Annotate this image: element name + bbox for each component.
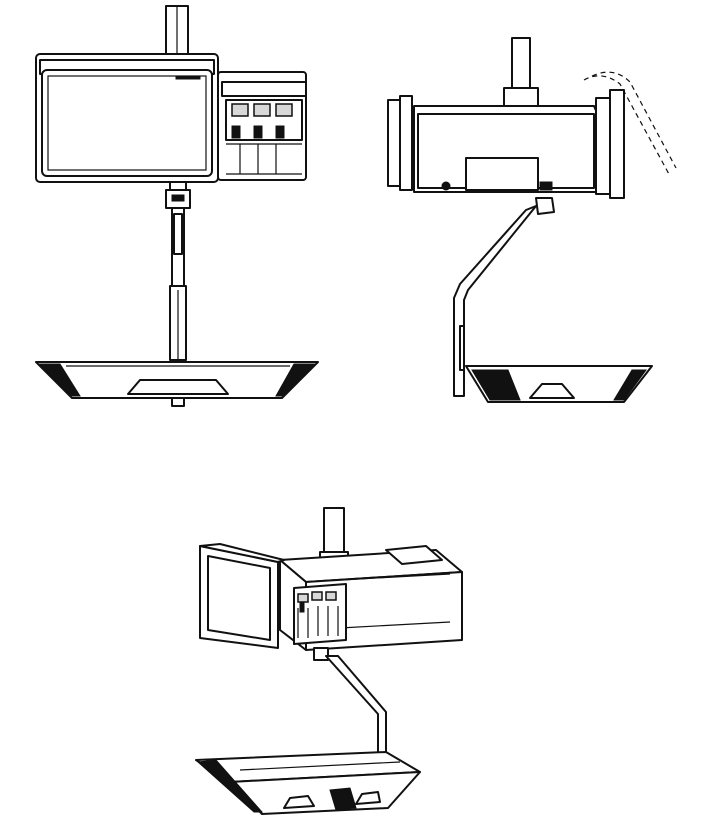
side-view-drawing: [387, 37, 677, 403]
mounting-pole-icon: [165, 5, 189, 55]
scale-arm: [453, 197, 555, 397]
isometric-view: [150, 490, 590, 817]
mounting-pole-icon: [503, 37, 539, 107]
printer-icon: [293, 583, 347, 645]
isometric-view-drawing: [195, 507, 463, 815]
weighing-tray-icon: [195, 751, 421, 815]
scale-display-icon: [35, 53, 219, 183]
printer-icon: [583, 71, 677, 199]
scale-housing: [413, 105, 601, 193]
scale-stem: [169, 207, 187, 361]
side-view: [370, 0, 727, 420]
printer-icon: [217, 71, 307, 181]
front-view: [0, 0, 360, 420]
mounting-pole-icon: [319, 507, 349, 561]
weighing-tray-icon: [465, 365, 653, 403]
front-view-drawing: [35, 5, 319, 407]
mounting-bracket: [165, 181, 191, 209]
weighing-tray-icon: [35, 361, 319, 407]
scale-display-icon: [387, 95, 413, 191]
scale-display-icon: [199, 543, 285, 649]
scale-arm: [313, 647, 387, 769]
